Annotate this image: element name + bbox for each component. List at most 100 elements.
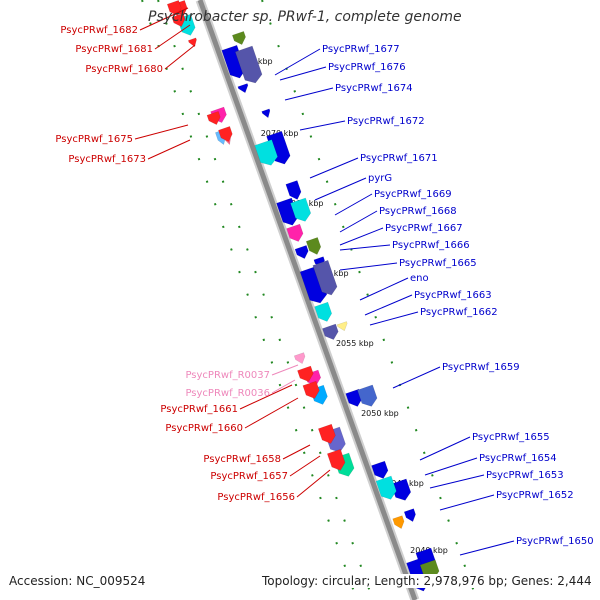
gene-label-right: pyrG — [368, 173, 392, 184]
gene-feature — [171, 13, 186, 27]
label-leader — [279, 66, 327, 81]
gene-label-left: PsycPRwf_1661 — [160, 404, 238, 415]
label-leader — [139, 7, 189, 31]
gene-arrow — [403, 508, 416, 522]
gene-label-right: PsycPRwf_1672 — [347, 116, 425, 127]
gene-label-right: PsycPRwf_1655 — [472, 432, 550, 443]
label-leader — [284, 87, 334, 101]
gene-arrow — [261, 108, 271, 119]
gene-arrow — [305, 237, 322, 255]
gene-arrow — [231, 31, 246, 45]
label-leader — [134, 124, 189, 140]
gene-arrow — [322, 323, 339, 340]
gene-arrow — [293, 352, 306, 365]
gene-feature — [314, 301, 332, 322]
gene-feature — [345, 388, 363, 407]
backbone-layer — [195, 0, 420, 600]
label-leader — [334, 193, 373, 216]
label-leader — [419, 436, 471, 461]
gene-arrow — [314, 301, 332, 322]
backbone-line — [197, 0, 418, 600]
label-leader — [299, 120, 346, 131]
gene-arrow — [171, 13, 186, 27]
gene-feature — [371, 460, 389, 479]
gene-arrow — [392, 515, 405, 529]
gene-arrow — [345, 388, 363, 407]
label-leader — [289, 455, 321, 477]
gene-arrow — [290, 197, 312, 222]
gene-arrow — [218, 126, 233, 142]
label-leader — [282, 444, 311, 460]
gene-label-right: PsycPRwf_1674 — [335, 83, 413, 94]
labels-layer: PsycPRwf_1682PsycPRwf_1681PsycPRwf_1680P… — [55, 25, 593, 547]
gene-arrow — [234, 45, 263, 84]
gene-feature — [286, 223, 304, 242]
gene-arrow — [297, 365, 314, 382]
label-leader — [274, 48, 321, 76]
gene-arrow — [285, 180, 302, 200]
genome-summary-text: Topology: circular; Length: 2,978,976 bp… — [260, 574, 594, 588]
label-leader — [164, 44, 196, 70]
gene-label-right: eno — [410, 273, 429, 284]
gene-label-left: PsycPRwf_R0036 — [185, 388, 270, 399]
gene-feature — [317, 423, 336, 444]
gene-label-right: PsycPRwf_1677 — [322, 44, 400, 55]
gene-feature — [187, 37, 197, 48]
gene-label-right: PsycPRwf_1662 — [420, 307, 498, 318]
gene-feature — [234, 45, 263, 84]
gene-feature — [305, 237, 322, 255]
gene-label-left: PsycPRwf_1660 — [165, 423, 243, 434]
gene-label-right: PsycPRwf_1650 — [516, 536, 594, 547]
label-leader — [239, 384, 293, 410]
gene-label-left: PsycPRwf_1681 — [75, 44, 153, 55]
gene-label-left: PsycPRwf_1680 — [85, 64, 163, 75]
label-leader — [392, 366, 441, 389]
gene-label-right: PsycPRwf_1663 — [414, 290, 492, 301]
genome-title: Psychrobacter sp. PRwf-1, complete genom… — [148, 9, 462, 25]
label-leader — [271, 379, 296, 394]
gene-feature — [326, 448, 346, 471]
label-leader — [309, 157, 359, 179]
gene-label-right: PsycPRwf_1659 — [442, 362, 520, 373]
gene-label-left: PsycPRwf_1675 — [55, 134, 133, 145]
gene-feature — [290, 197, 312, 222]
gene-feature — [261, 108, 271, 119]
label-leader — [369, 311, 419, 326]
label-leader — [296, 469, 331, 498]
gene-feature — [297, 365, 314, 382]
gene-feature — [302, 380, 320, 399]
gene-arrow — [286, 223, 304, 242]
label-leader — [339, 227, 384, 246]
gene-feature — [336, 321, 348, 332]
gene-feature — [375, 475, 397, 500]
gene-label-left: PsycPRwf_R0037 — [185, 370, 270, 381]
gene-arrow — [237, 83, 249, 94]
gene-label-right: PsycPRwf_1669 — [374, 189, 452, 200]
gene-feature — [206, 111, 221, 125]
scale-tick-label: 2050 kbp — [361, 409, 399, 418]
label-leader — [359, 277, 409, 301]
gene-label-right: PsycPRwf_1653 — [486, 470, 564, 481]
label-leader — [271, 364, 299, 376]
gene-feature — [312, 259, 338, 296]
gene-arrow — [312, 259, 338, 296]
gene-label-right: PsycPRwf_1666 — [392, 240, 470, 251]
label-leader — [314, 177, 367, 201]
gene-arrow — [294, 245, 309, 259]
gene-arrow — [302, 380, 320, 399]
gene-feature — [237, 83, 249, 94]
gene-feature — [322, 323, 339, 340]
label-leader — [244, 397, 299, 429]
label-leader — [339, 210, 378, 233]
gene-label-left: PsycPRwf_1682 — [60, 25, 138, 36]
gene-feature — [285, 180, 302, 200]
gene-arrow — [254, 139, 278, 166]
label-leader — [339, 262, 398, 271]
gene-feature — [390, 478, 412, 501]
label-leader — [339, 244, 391, 251]
gene-label-right: PsycPRwf_1676 — [328, 62, 406, 73]
gene-label-right: PsycPRwf_1652 — [496, 490, 574, 501]
gene-label-right: PsycPRwf_1668 — [379, 206, 457, 217]
gene-arrow — [336, 321, 348, 332]
